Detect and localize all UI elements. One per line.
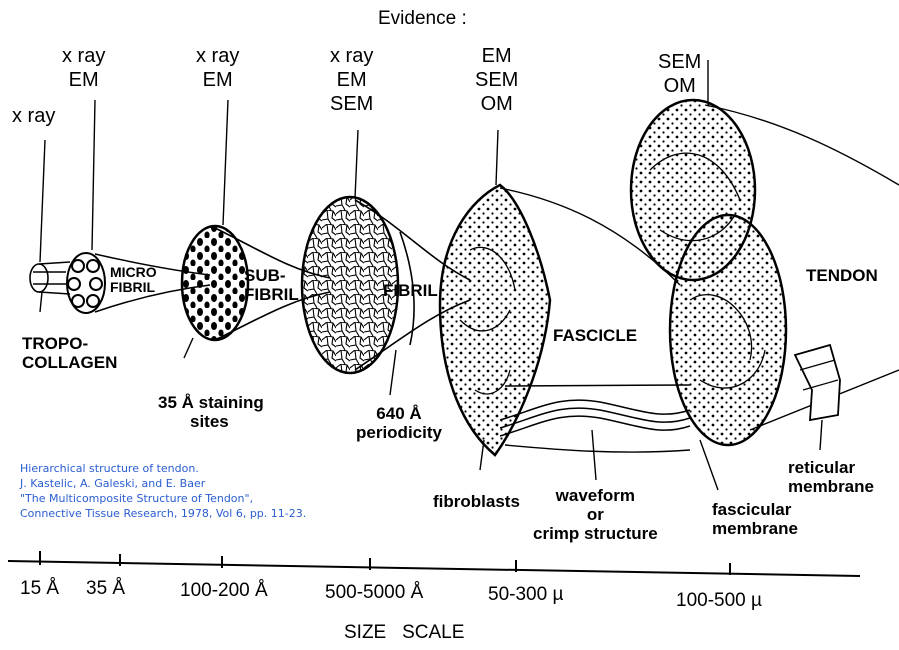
caption-line: "The Multicomposite Structure of Tendon"… [20, 491, 306, 506]
label-line: or [533, 505, 658, 524]
evidence-line: x ray [330, 44, 373, 68]
fascicular-membrane-label: fascicular membrane [712, 500, 798, 538]
evidence-line: SEM [330, 92, 373, 116]
fascicle-bundles [631, 100, 786, 445]
evidence-label-tendon: SEM OM [658, 50, 701, 98]
tendon-label: TENDON [806, 266, 878, 285]
evidence-label-fascicle: EM SEM OM [475, 44, 518, 116]
label-line: membrane [712, 519, 798, 538]
periodicity-label: 640 Å periodicity [356, 404, 442, 442]
size-scale-axis [8, 551, 860, 576]
microfibril-cross-section [67, 253, 105, 313]
label-line: COLLAGEN [22, 353, 117, 372]
evidence-line: SEM [658, 50, 701, 74]
evidence-label-tropocollagen: x ray [12, 104, 55, 128]
evidence-line: x ray [62, 44, 105, 68]
fascicle-label: FASCICLE [553, 326, 637, 345]
fibril-label: FIBRIL [383, 281, 438, 300]
label-line: waveform [533, 486, 658, 505]
evidence-line: EM [196, 68, 239, 92]
caption-line: Connective Tissue Research, 1978, Vol 6,… [20, 506, 306, 521]
scale-tick-label: 15 Å [20, 578, 59, 600]
evidence-line: OM [658, 74, 701, 98]
evidence-label-microfibril: x ray EM [62, 44, 105, 92]
label-line: 640 Å [356, 404, 442, 423]
scale-tick-label: 35 Å [86, 578, 125, 600]
evidence-label-subfibril: x ray EM [196, 44, 239, 92]
label-line: FIBRIL [110, 280, 157, 295]
scale-tick-label: 500-5000 Å [325, 582, 423, 604]
label-line: reticular [788, 458, 874, 477]
label-line: membrane [788, 477, 874, 496]
label-line: SUB- [244, 266, 299, 285]
evidence-line: EM [475, 44, 518, 68]
label-line: MICRO [110, 265, 157, 280]
figure-caption: Hierarchical structure of tendon. J. Kas… [20, 461, 306, 521]
label-line: sites [158, 412, 264, 431]
caption-line: Hierarchical structure of tendon. [20, 461, 306, 476]
evidence-label-fibril: x ray EM SEM [330, 44, 373, 116]
reticular-membrane-label: reticular membrane [788, 458, 874, 496]
label-line: FIBRIL [244, 285, 299, 304]
diagram-title: Evidence : [378, 8, 467, 30]
label-line: 35 Å staining [158, 393, 264, 412]
size-scale-label: SIZE SCALE [344, 622, 464, 644]
label-line: crimp structure [533, 524, 658, 543]
scale-tick-label: 100-500 µ [676, 590, 762, 612]
fascicle-section [440, 185, 550, 455]
subfibril-cross-section [182, 226, 248, 340]
caption-line: J. Kastelic, A. Galeski, and E. Baer [20, 476, 306, 491]
label-line: fascicular [712, 500, 798, 519]
evidence-line: SEM [475, 68, 518, 92]
tropocollagen-molecule [30, 262, 70, 294]
evidence-line: EM [330, 68, 373, 92]
scale-tick-label: 100-200 Å [180, 580, 268, 602]
fibroblasts-label: fibroblasts [433, 492, 520, 511]
evidence-line: x ray [196, 44, 239, 68]
subfibril-label: SUB- FIBRIL [244, 266, 299, 304]
staining-sites-label: 35 Å staining sites [158, 393, 264, 431]
microfibril-label: MICRO FIBRIL [110, 265, 157, 295]
evidence-line: EM [62, 68, 105, 92]
label-line: periodicity [356, 423, 442, 442]
evidence-line: OM [475, 92, 518, 116]
label-line: TROPO- [22, 334, 117, 353]
crimp-structure-label: waveform or crimp structure [533, 486, 658, 543]
evidence-line: x ray [12, 104, 55, 128]
tropocollagen-label: TROPO- COLLAGEN [22, 334, 117, 372]
scale-tick-label: 50-300 µ [488, 584, 563, 606]
